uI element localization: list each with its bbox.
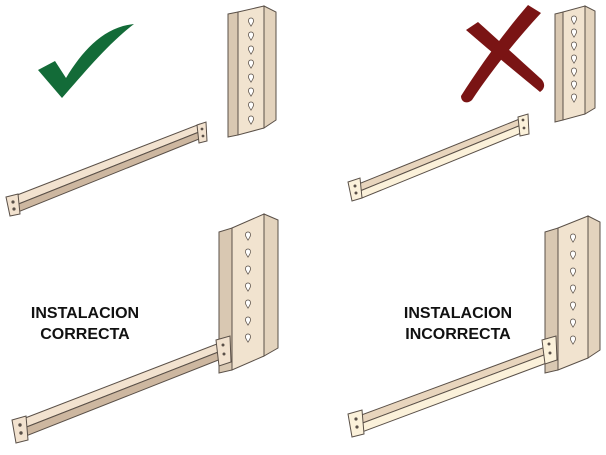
panel-correct-mounted [11,213,279,444]
label-incorrect-line2: INCORRECTA [405,326,511,343]
label-correct-installation: INSTALACION CORRECTA [24,303,146,345]
upright-post [227,5,277,138]
label-correct-line1: INSTALACION [30,305,140,322]
panel-incorrect-unmounted [347,5,596,202]
label-correct-line2: CORRECTA [40,326,130,343]
upright-post [544,215,601,374]
beam-correct-orientation [5,121,208,217]
panel-incorrect-mounted [347,215,601,438]
beam-inverted-mounted [347,335,558,438]
label-incorrect-installation: INSTALACION INCORRECTA [392,303,524,345]
beam-correct-mounted [11,335,232,444]
beam-inverted-orientation [347,113,530,202]
label-incorrect-line1: INSTALACION [403,305,513,322]
upright-post [554,5,596,123]
panel-correct-unmounted [5,5,277,217]
upright-post [218,213,279,374]
check-mark-icon [38,24,134,98]
cross-mark-icon [461,5,545,103]
